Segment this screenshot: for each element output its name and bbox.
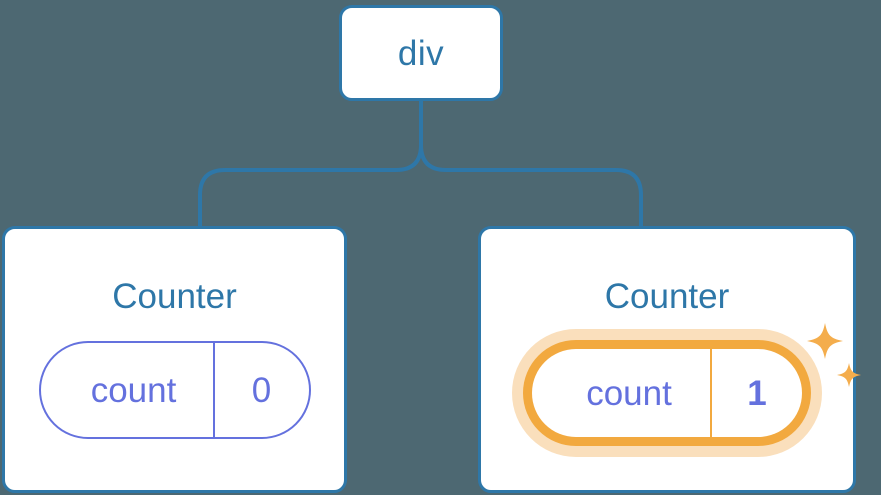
state-key-right: count: [586, 373, 672, 413]
node-label-div: div: [397, 33, 445, 73]
tree-node-counter-left[interactable]: Counter count 0: [2, 226, 347, 493]
connector-root-to-left: [198, 101, 423, 228]
state-pill-right-ring: count 1: [523, 340, 811, 446]
node-title-counter-left: Counter: [112, 277, 237, 316]
state-pill-right[interactable]: count 1: [532, 349, 802, 437]
state-pill-right-glow: count 1: [512, 329, 822, 457]
state-pill-left-wrapper: count 0: [5, 341, 344, 439]
state-key-left: count: [90, 370, 177, 410]
state-value-left: 0: [212, 343, 309, 437]
state-value-right: 1: [710, 349, 802, 437]
state-pill-right-wrapper: count 1: [481, 329, 853, 457]
tree-node-div[interactable]: div: [339, 5, 503, 101]
tree-node-counter-right[interactable]: Counter count 1: [478, 226, 861, 493]
state-pill-left[interactable]: count 0: [38, 341, 311, 439]
node-title-counter-right: Counter: [604, 277, 730, 316]
connector-root-to-right: [419, 101, 643, 228]
